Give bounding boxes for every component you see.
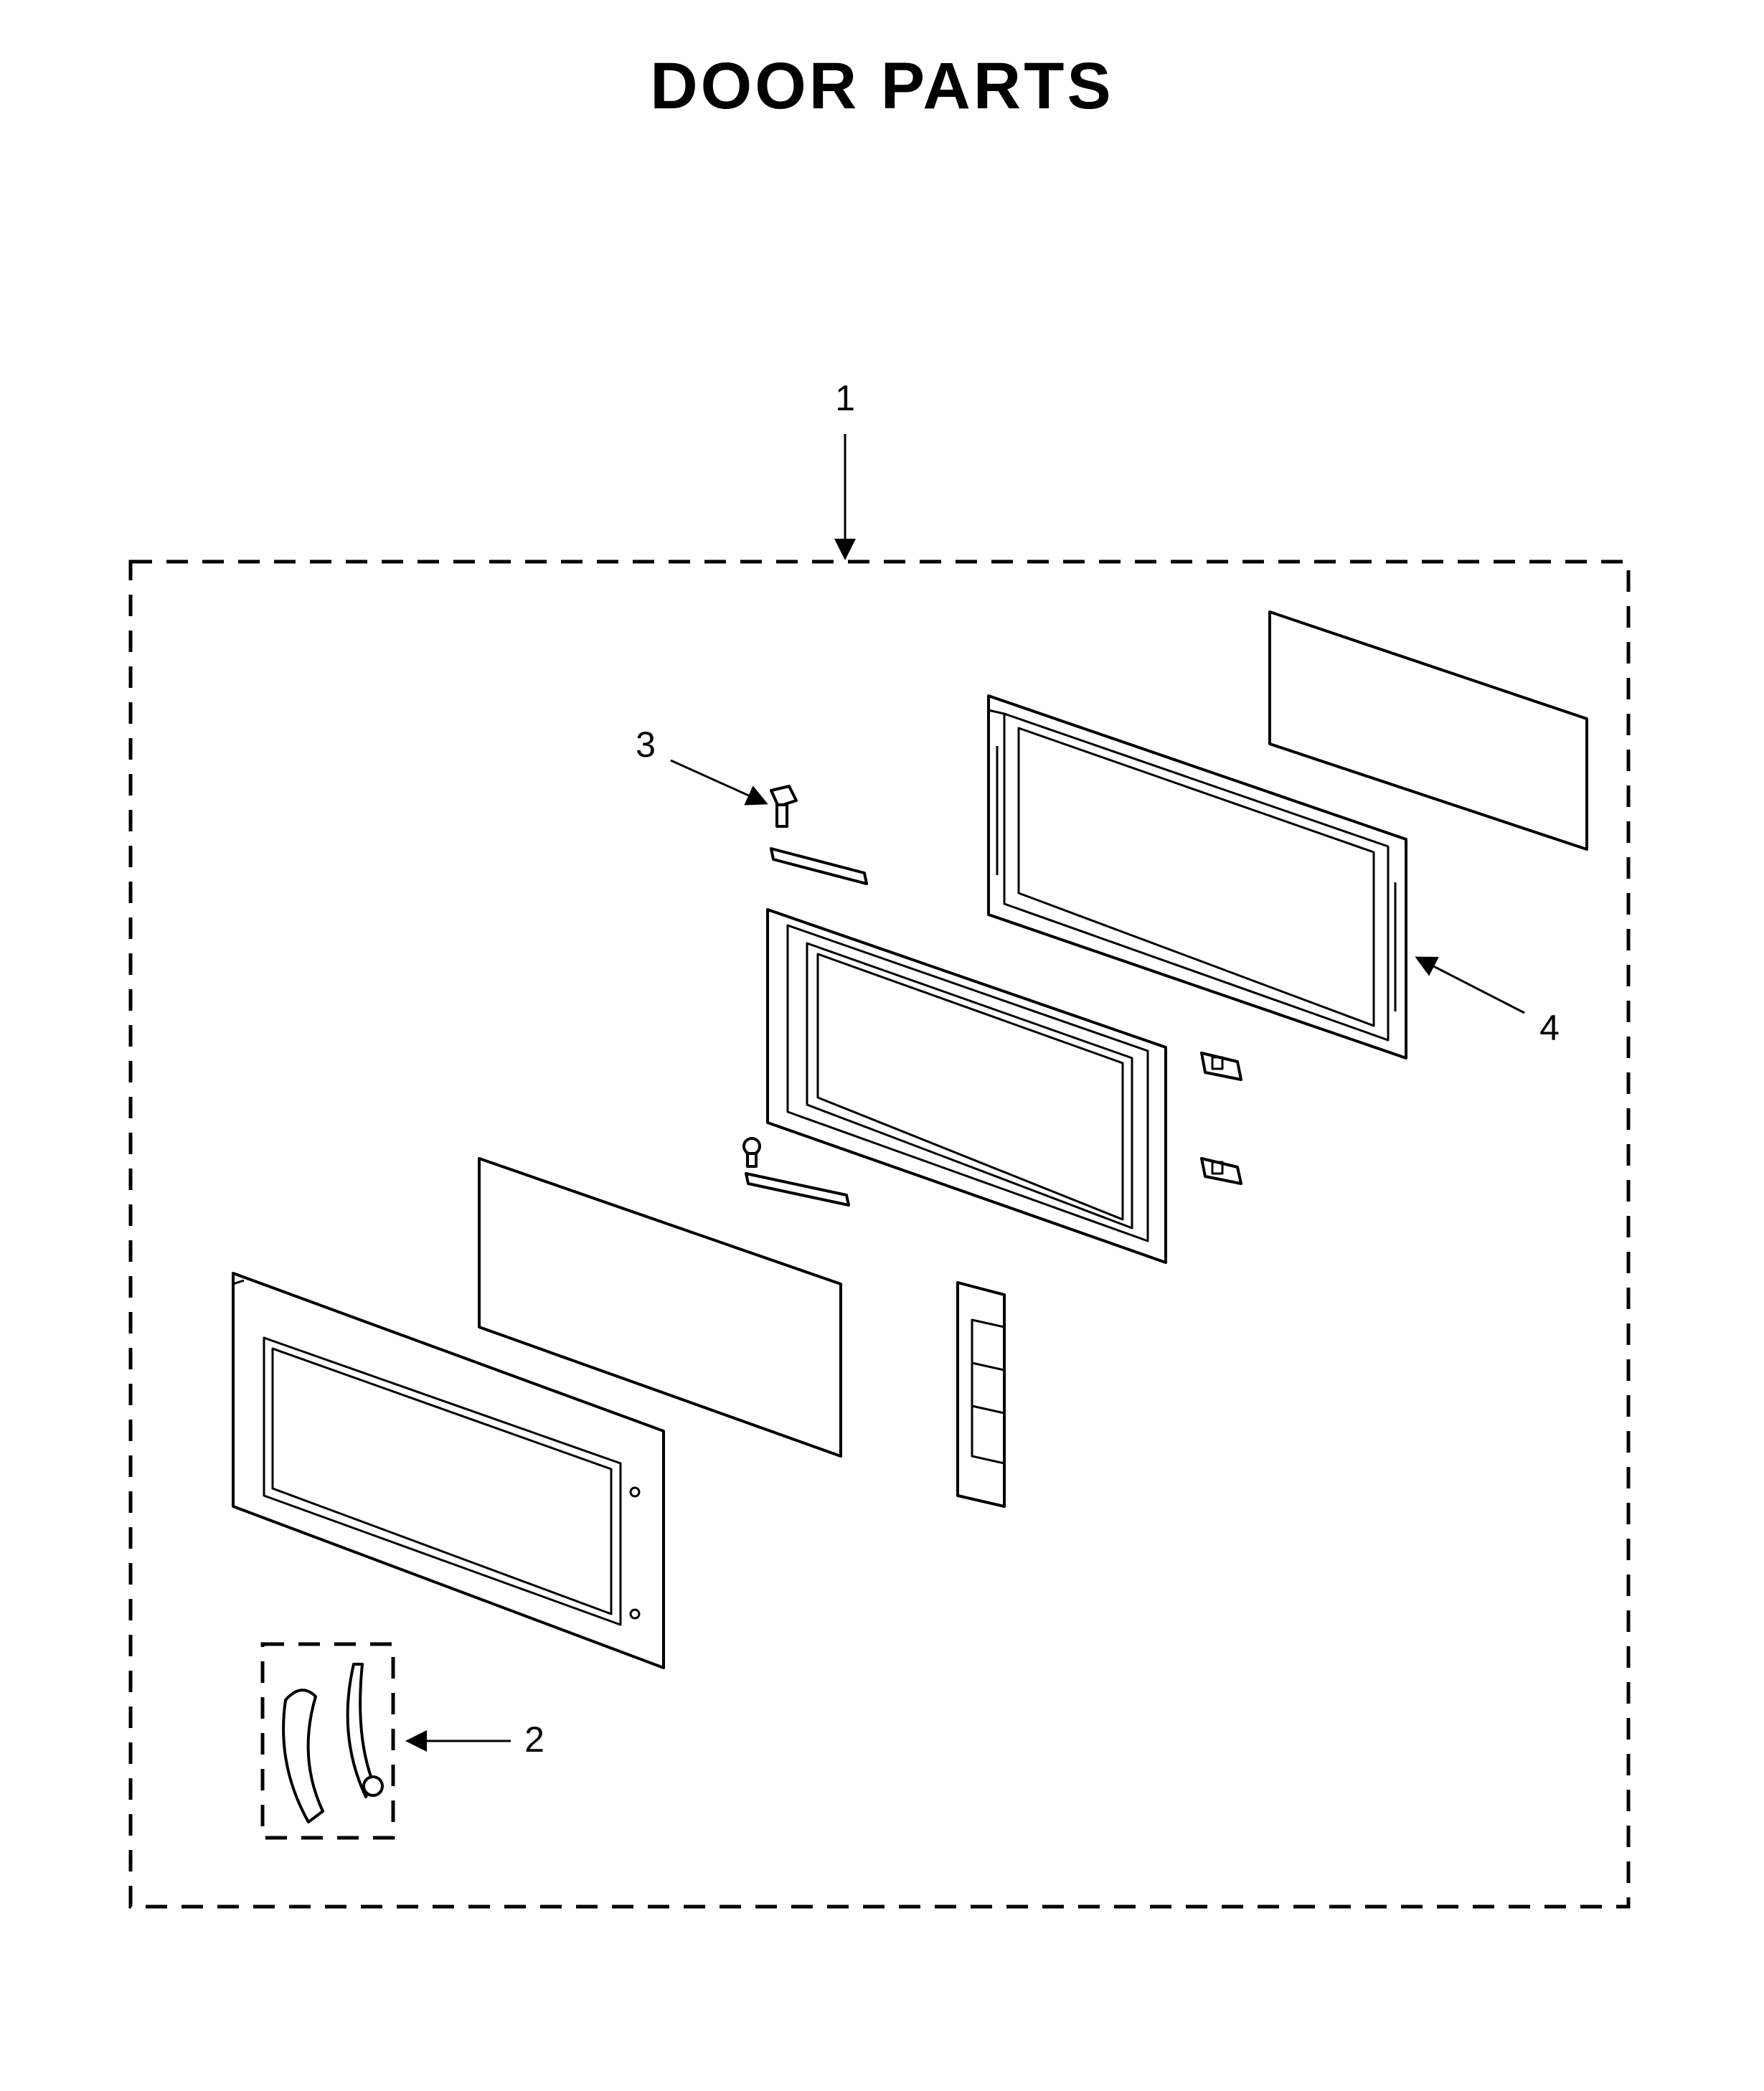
callout-3-leader: [670, 759, 768, 806]
lower-hinge: [1200, 1157, 1242, 1185]
rear-glass-panel: [1268, 610, 1588, 851]
callout-2-label: 2: [524, 1719, 544, 1760]
outer-door-panel: [232, 1272, 665, 1669]
upper-hinge: [1200, 1052, 1242, 1081]
middle-glass-panel: [478, 1157, 842, 1458]
door-handle: [282, 1689, 324, 1823]
upper-hinge-bracket: [770, 847, 868, 885]
callout-3-label: 3: [636, 724, 656, 765]
door-latch: [956, 1281, 1006, 1508]
lower-door-screw: [742, 1137, 761, 1168]
callout-1-label: 1: [835, 378, 855, 418]
callout-4-label: 4: [1539, 1008, 1560, 1048]
callout-4-leader: [1415, 956, 1525, 1014]
lower-hinge-bracket: [745, 1172, 850, 1207]
page-title: DOOR PARTS: [650, 49, 1114, 123]
door-screw: [770, 785, 798, 828]
door-assembly-outline: [128, 560, 1631, 1909]
handle-mount: [346, 1663, 384, 1798]
inner-door-frame: [766, 908, 1167, 1264]
door-choke-frame: [987, 694, 1407, 1059]
handle-kit-outline: [260, 1642, 395, 1840]
